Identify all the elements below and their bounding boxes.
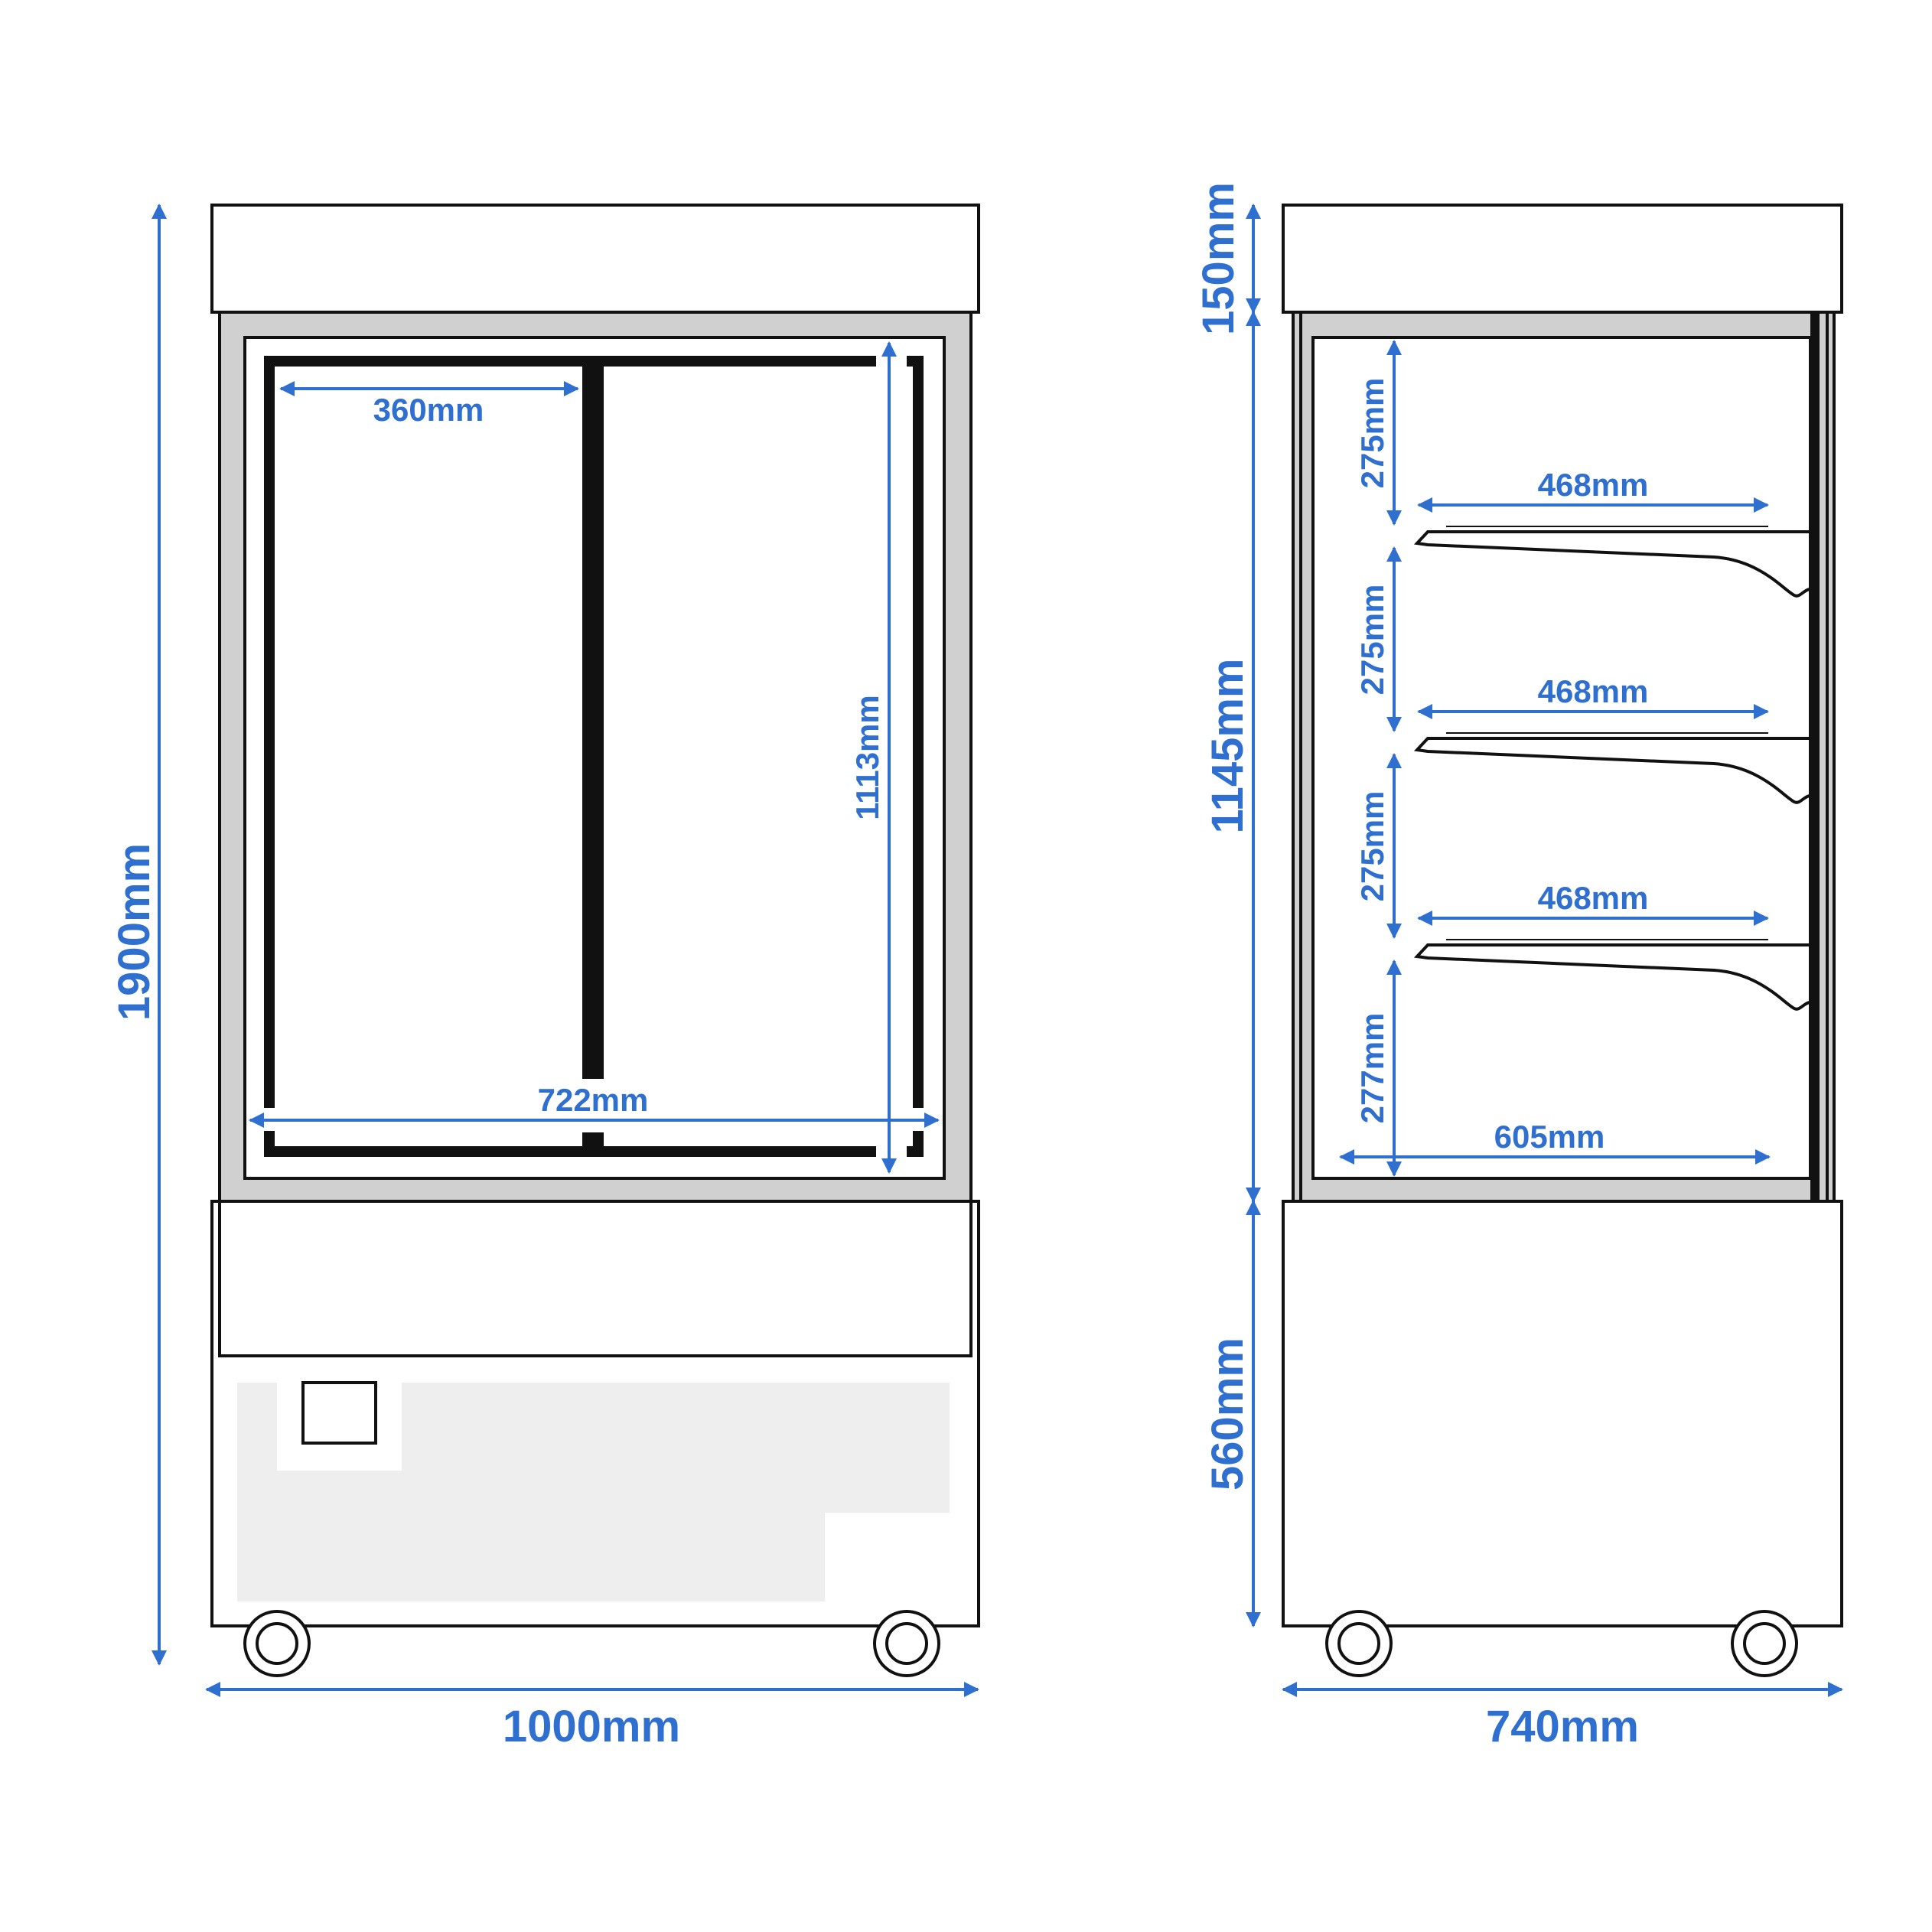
dim-shelf-depth-1-label: 468mm: [1538, 467, 1649, 503]
door-bottom-frame: [264, 1131, 876, 1157]
front-castor-right: [873, 1610, 940, 1677]
dim-shelf-depth-3-label: 468mm: [1538, 880, 1649, 916]
castor-hub: [256, 1622, 298, 1665]
control-display: [301, 1381, 377, 1445]
dim-shelf-spacing-1-label: 275mm: [1354, 378, 1390, 489]
dim-side-depth-label: 740mm: [1486, 1702, 1639, 1751]
castor-wheel: [873, 1610, 940, 1677]
shelf-3: [1413, 939, 1811, 1011]
dim-interior-width-label: 722mm: [538, 1082, 649, 1118]
side-rear-post: [1810, 312, 1820, 1201]
dim-front-height-label: 1900mm: [109, 843, 159, 1021]
dim-floor-depth-label: 605mm: [1494, 1119, 1605, 1155]
shelf-profile: [1413, 943, 1811, 1011]
dim-base-height-label: 560mm: [1203, 1337, 1253, 1491]
shelf-profile: [1413, 530, 1811, 598]
dim-shelf-spacing-3-label: 275mm: [1354, 791, 1390, 902]
dim-front-width-label: 1000mm: [503, 1702, 680, 1751]
front-kick-plate: [218, 1200, 973, 1357]
castor-hub: [885, 1622, 928, 1665]
castor-hub: [1743, 1622, 1786, 1665]
dim-shelf-depth-2-label: 468mm: [1538, 673, 1649, 709]
side-castor-left: [1325, 1610, 1393, 1677]
front-top-canopy: [210, 204, 980, 314]
front-castor-left: [243, 1610, 311, 1677]
shelf-1: [1413, 526, 1811, 598]
front-vent-grille: [237, 1381, 950, 1601]
side-castor-right: [1731, 1610, 1798, 1677]
dim-display-height-label: 1145mm: [1203, 659, 1253, 834]
front-view: 1900mm 1000mm 360mm 722mm 1113mm: [109, 204, 980, 1751]
castor-wheel: [1731, 1610, 1798, 1677]
door-bottom-frame-right: [907, 1131, 924, 1157]
left-door-frame: [264, 356, 876, 1108]
dim-shelf-spacing-4-label: 277mm: [1354, 1013, 1390, 1124]
dim-shelf-spacing-2-label: 275mm: [1354, 585, 1390, 696]
castor-wheel: [243, 1610, 311, 1677]
shelf-profile: [1413, 737, 1811, 804]
dim-canopy-height-label: 150mm: [1194, 182, 1243, 335]
castor-hub: [1337, 1622, 1380, 1665]
castor-wheel: [1325, 1610, 1393, 1677]
side-view: 150mm 1145mm 560mm 740mm 275mm 275mm 275…: [1194, 182, 1843, 1751]
side-base-panel: [1282, 1200, 1843, 1627]
right-door-frame-top: [907, 356, 924, 1108]
shelf-2: [1413, 732, 1811, 804]
dim-interior-height-label: 1113mm: [849, 695, 885, 820]
side-top-canopy: [1282, 204, 1843, 314]
dim-door-width-label: 360mm: [373, 392, 484, 428]
sliding-doors: [264, 356, 924, 1157]
vent-panel: [237, 1383, 950, 1601]
